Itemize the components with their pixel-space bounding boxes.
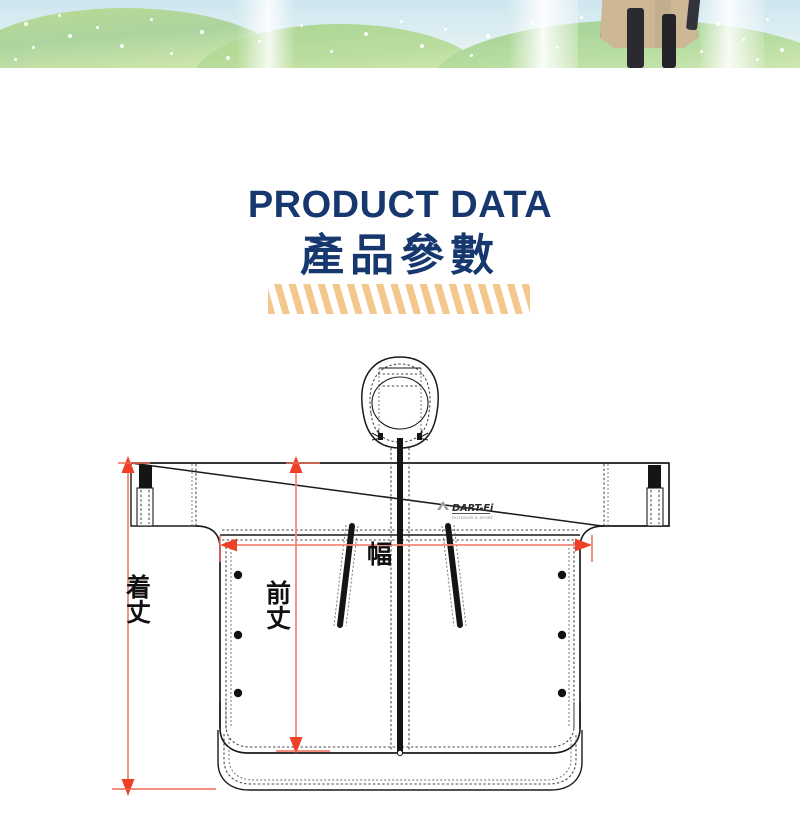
measure-label-kitake: 着 丈: [126, 573, 152, 627]
snap-buttons-right: [557, 570, 567, 698]
figure-leg-right: [662, 14, 676, 68]
svg-text:OUTDOOR & SPORT: OUTDOOR & SPORT: [452, 516, 494, 520]
measure-label-maetake-char-2: 丈: [266, 603, 292, 633]
measure-label-haba-char-1: 幅: [367, 540, 393, 569]
poncho-flat-svg: .ln { fill:none; stroke:#1a1a1a; stroke-…: [112, 356, 670, 796]
cuff-tab-right: [646, 465, 664, 527]
measure-label-maetake: 前 丈: [266, 579, 292, 633]
hood-drawcord-eyelets: [371, 429, 429, 441]
measure-label-kitake-char-2: 丈: [126, 597, 152, 627]
hero-banner: [0, 0, 800, 68]
measure-label-maetake-char-1: 前: [266, 579, 292, 608]
mist-overlay-left: [236, 0, 296, 68]
snap-buttons-left: [233, 570, 243, 698]
pocket-zipper-right: [441, 523, 467, 628]
svg-text:DART-Ei: DART-Ei: [452, 503, 494, 514]
brand-logo: DART-Ei OUTDOOR & SPORT: [437, 501, 494, 520]
page-title-english: PRODUCT DATA: [247, 184, 553, 226]
figure-leg-left: [627, 8, 644, 68]
measure-arrow-kitake: [112, 456, 216, 796]
title-stripe-decoration: [268, 284, 530, 314]
hood-group: [361, 356, 439, 449]
measure-arrow-maetake: [276, 456, 330, 754]
measure-arrow-haba: [219, 535, 593, 562]
figure-coat: [600, 0, 698, 48]
mist-overlay-right: [700, 0, 764, 68]
cuff-tab-left: [136, 465, 154, 527]
technical-flat-drawing: .ln { fill:none; stroke:#1a1a1a; stroke-…: [0, 330, 800, 824]
center-front-zipper: [390, 438, 410, 757]
measure-label-haba: 幅: [367, 540, 393, 569]
page-title-chinese: 產品參數: [300, 230, 500, 281]
mist-overlay-center: [508, 0, 578, 68]
measure-label-kitake-char-1: 着: [126, 573, 152, 602]
pocket-zipper-left: [333, 523, 359, 628]
